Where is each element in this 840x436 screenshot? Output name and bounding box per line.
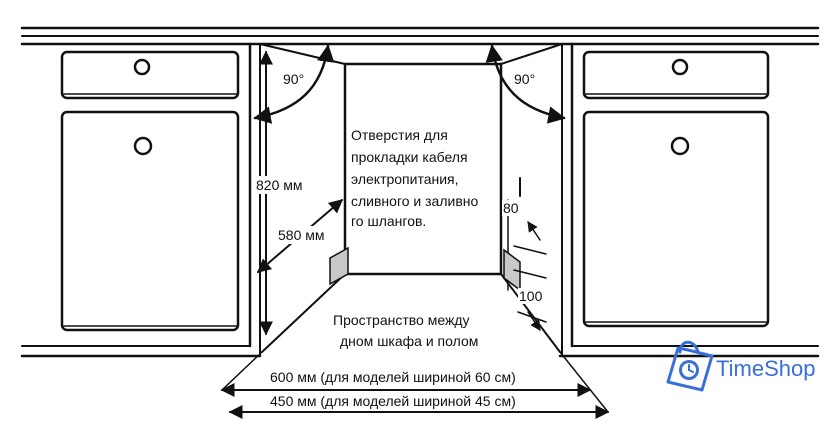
right-drawer-handle-icon <box>671 58 689 76</box>
openings-note-line: электропитания, <box>351 171 459 187</box>
right-cutout <box>503 248 521 292</box>
left-door-handle-icon <box>133 136 153 156</box>
openings-note-line: го шлангов. <box>351 213 426 229</box>
floor-gap-note: Пространство между дном шкафа и полом <box>333 312 478 349</box>
width-60-label: 600 мм (для моделей шириной 60 см) <box>270 369 516 385</box>
shopping-bag-clock-icon <box>666 340 714 392</box>
left-cutout <box>329 246 349 286</box>
openings-note-line: сливного и заливно <box>351 193 478 209</box>
openings-note: Отверстия для прокладки кабеля электропи… <box>351 127 482 229</box>
width-dimension-lines <box>220 351 610 419</box>
left-drawer-handle-icon <box>133 58 151 76</box>
openings-note-line: прокладки кабеля <box>351 149 468 165</box>
side-100-label: 100 <box>519 288 543 304</box>
left-drawer <box>60 50 240 100</box>
right-door <box>582 110 770 328</box>
side-dimension-marks <box>513 177 547 331</box>
depth-label: 580 мм <box>278 227 325 243</box>
brand-name: TimeShop <box>716 356 815 381</box>
right-cabinet <box>558 42 820 358</box>
right-door-handle-icon <box>670 136 690 156</box>
side-80-label-bg <box>502 200 522 216</box>
timeshop-watermark: TimeShop <box>666 340 815 392</box>
floor-gap-note-line: Пространство между <box>333 312 470 328</box>
right-swing-arc <box>485 44 566 124</box>
angle-right-label: 90° <box>514 71 535 87</box>
countertop <box>20 26 820 46</box>
height-label: 820 мм <box>256 177 303 193</box>
floor-gap-note-line: дном шкафа и полом <box>340 333 478 349</box>
height-label-bg <box>254 176 310 194</box>
left-door <box>60 110 240 332</box>
side-80-label: 80 <box>503 200 519 216</box>
openings-note-line: Отверстия для <box>351 127 448 143</box>
left-cabinet <box>20 42 262 358</box>
width-45-label: 450 мм (для моделей шириной 45 см) <box>270 393 516 409</box>
side-100-label-bg <box>518 288 546 304</box>
depth-label-bg <box>276 226 330 244</box>
right-drawer <box>582 50 770 100</box>
angle-left-label: 90° <box>283 71 304 87</box>
